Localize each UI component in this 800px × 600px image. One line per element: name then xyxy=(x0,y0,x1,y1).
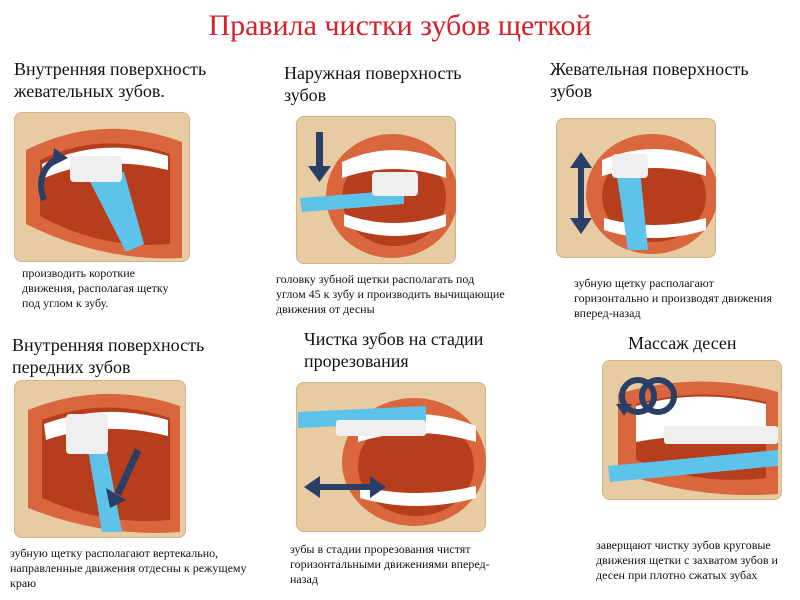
horizontal-double-arrow-icon xyxy=(304,476,386,498)
panel-2-caption: головку зубной щетки располагать под угл… xyxy=(276,272,505,316)
panel-6-heading: Массаж десен xyxy=(628,333,737,353)
panel-4-heading: Внутренняя поверхность передних зубов xyxy=(12,335,205,377)
panel-1-heading: Внутренняя поверхность жевательных зубов… xyxy=(14,59,207,101)
panel-3-heading: Жевательная поверхность зубов xyxy=(550,59,749,101)
panel-5-illustration xyxy=(296,382,486,532)
panel-4-caption: зубную щетку располагают вертекально, на… xyxy=(10,546,247,590)
panel-1-caption: производить короткие движения, располага… xyxy=(22,266,169,310)
panel-1-illustration xyxy=(14,112,190,262)
vertical-double-arrow-icon xyxy=(570,152,592,234)
panel-6-illustration xyxy=(602,360,782,500)
panel-5-caption: зубы в стадии прорезования чистят горизо… xyxy=(290,542,490,586)
panel-3-caption: зубную щетку располагают горизонтально и… xyxy=(574,276,772,320)
panel-4-illustration xyxy=(14,380,186,538)
down-arrow-icon xyxy=(308,132,331,182)
panel-2-heading: Наружная поверхность зубов xyxy=(284,63,462,105)
diagonal-down-arrow-icon xyxy=(106,448,142,508)
page-title: Правила чистки зубов щеткой xyxy=(208,9,592,42)
panel-3-illustration xyxy=(556,118,716,258)
curved-arrow-icon xyxy=(38,148,68,202)
panel-2-illustration xyxy=(296,116,456,264)
circular-arrow-icon xyxy=(616,377,677,416)
panel-6-caption: заверщают чистку зубов круговые движения… xyxy=(596,538,778,582)
panel-5-heading: Чистка зубов на стадии прорезования xyxy=(304,329,484,371)
